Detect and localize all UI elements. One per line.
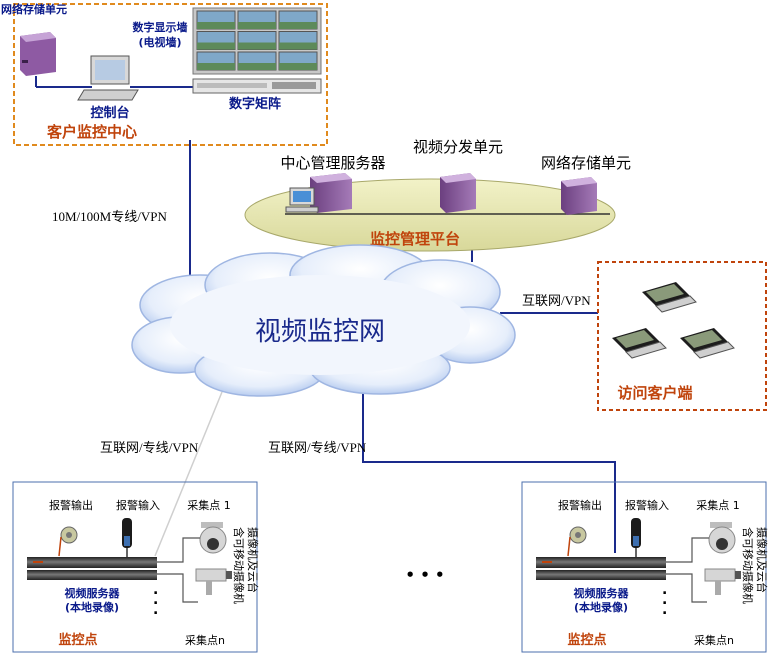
video-server-label: 视频服务器 [65, 586, 121, 600]
platform-storage-icon [561, 177, 597, 215]
collection-point-1-label: 采集点 1 [696, 498, 740, 512]
video-wall-label: 数字显示墙 [133, 20, 188, 34]
laptop-icon-3 [680, 328, 735, 359]
video-server-sublabel: (本地录像) [574, 600, 628, 614]
collection-dots: . [153, 582, 158, 598]
center-dashed-box [13, 3, 328, 146]
platform-title: 监控管理平台 [370, 230, 460, 248]
box-camera-icon [704, 568, 741, 595]
management-server-icon [285, 173, 352, 213]
wall-screen [278, 31, 318, 50]
management-platform: 中心管理服务器 视频分发单元 网络存储单元 监控管理平台 [244, 138, 631, 252]
distribution-server-icon [440, 173, 476, 213]
svg-text:.: . [153, 602, 158, 618]
camera-label: 摄像机及云台 [755, 527, 769, 593]
collection-dots: . [662, 582, 667, 598]
console-label: 控制台 [90, 105, 129, 121]
dome-camera-icon [199, 522, 227, 554]
video-server-icon [536, 557, 666, 580]
wall-screen [196, 10, 236, 30]
link-right-site-label: 互联网/专线/VPN [268, 440, 367, 455]
camera-sublabel: 含可移动摄像机 [232, 527, 246, 604]
cloud-label: 视频监控网 [255, 317, 385, 347]
camera-sublabel: 含可移动摄像机 [741, 527, 755, 604]
video-server-icon [27, 557, 157, 580]
video-monitoring-cloud: 视频监控网 [131, 244, 516, 397]
site-box [12, 481, 258, 653]
distribution-unit-label: 视频分发单元 [413, 138, 503, 156]
link-center-label: 10M/100M专线/VPN [52, 209, 167, 224]
wall-screen [237, 51, 277, 71]
alarm-output-label: 报警输出 [558, 498, 602, 512]
alarm-input-label: 报警输入 [625, 498, 669, 512]
alarm-input-icon [122, 518, 132, 548]
wall-screen [237, 31, 277, 50]
site-title: 监控点 [567, 632, 606, 648]
wall-screen [196, 51, 236, 71]
line-cloud-site-left [154, 391, 223, 557]
customer-center: 网络存储单元 数字显示墙 (电视墙) 控制台 数字矩阵 客户监控中心 [1, 2, 328, 146]
svg-text:.: . [662, 602, 667, 618]
monitoring-site-right: . . . 报警输出 报警输入 采集点 1 视频服务器 (本地录像) 摄像机及云… [521, 481, 769, 653]
svg-text:.: . [662, 592, 667, 608]
alarm-output-label: 报警输出 [49, 498, 93, 512]
camera-label: 摄像机及云台 [246, 527, 260, 593]
collection-point-n-label: 采集点n [185, 633, 225, 647]
sites-ellipsis: • • • [405, 566, 444, 584]
svg-text:.: . [153, 592, 158, 608]
management-server-label: 中心管理服务器 [280, 154, 385, 172]
matrix-label: 数字矩阵 [229, 96, 281, 112]
wall-screen [237, 10, 277, 30]
site-title: 监控点 [58, 632, 97, 648]
laptop-icon-2 [612, 328, 667, 359]
link-client-label: 互联网/VPN [522, 293, 591, 308]
client-dashed-box [597, 261, 767, 411]
video-wall-sublabel: (电视墙) [138, 35, 181, 49]
client-title: 访问客户端 [617, 384, 692, 402]
alarm-output-icon [569, 526, 587, 544]
center-title: 客户监控中心 [46, 123, 137, 141]
wall-screen [278, 51, 318, 71]
center-storage-label: 网络存储单元 [1, 2, 67, 16]
collection-point-n-label: 采集点n [694, 633, 734, 647]
wall-screen [278, 10, 318, 30]
platform-storage-label: 网络存储单元 [541, 154, 631, 172]
line-cloud-site-right [362, 390, 616, 553]
wall-screen [196, 31, 236, 50]
alarm-input-icon [631, 518, 641, 548]
video-wall-icon [192, 7, 322, 75]
digital-matrix-icon [192, 78, 322, 94]
alarm-output-icon [60, 526, 78, 544]
box-camera-icon [195, 568, 232, 595]
site-box [521, 481, 767, 653]
center-storage-icon [20, 32, 56, 76]
collection-point-1-label: 采集点 1 [187, 498, 231, 512]
dome-camera-icon [708, 522, 736, 554]
video-server-label: 视频服务器 [574, 586, 630, 600]
monitoring-site-left: . . . 报警输出 报警输入 采集点 1 视频服务器 (本地录像) 摄像机及云… [12, 481, 260, 653]
link-left-site-label: 互联网/专线/VPN [100, 440, 199, 455]
access-client-group: 访问客户端 [597, 261, 767, 411]
alarm-input-label: 报警输入 [116, 498, 160, 512]
console-computer-icon [77, 55, 139, 101]
laptop-icon-1 [642, 282, 697, 313]
video-server-sublabel: (本地录像) [65, 600, 119, 614]
